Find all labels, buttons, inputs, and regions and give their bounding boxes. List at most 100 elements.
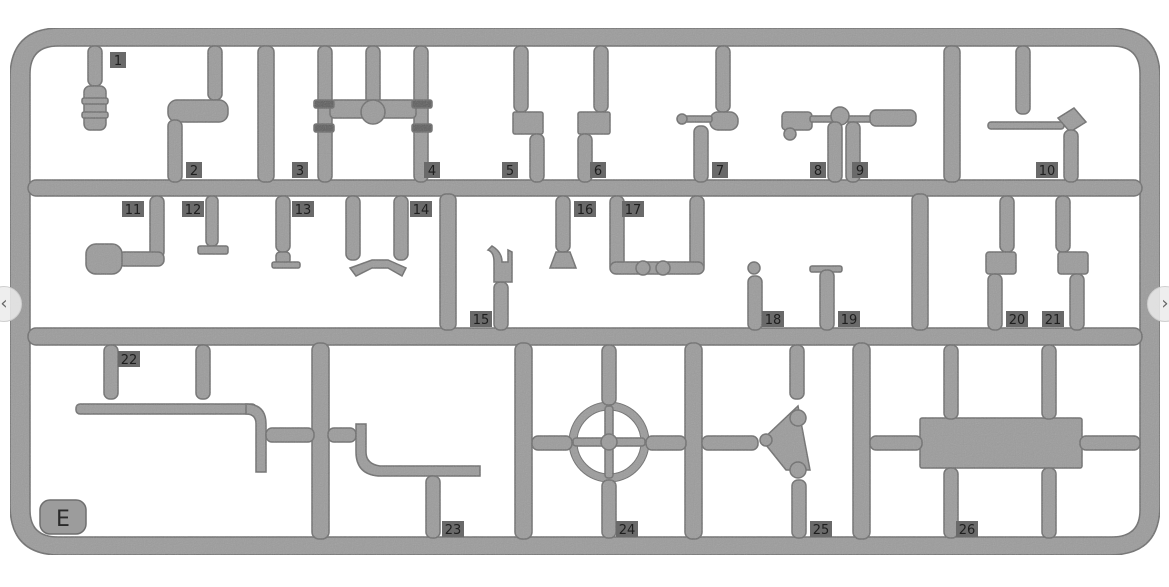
gate	[601, 479, 617, 539]
part-number-tag	[810, 521, 832, 537]
part-number-text: 1	[114, 54, 122, 69]
part-number-tag	[712, 162, 728, 178]
part-number-text: 11	[125, 203, 142, 218]
part-number-text: 8	[814, 164, 822, 179]
gate	[1015, 45, 1031, 115]
part-number-tag	[810, 162, 826, 178]
part-11-pipe	[117, 251, 165, 267]
part-25-bolt	[759, 433, 773, 447]
part-3-4-hub	[360, 99, 386, 125]
part-number-label: 13	[292, 201, 314, 218]
part-number-label: 16	[574, 201, 596, 218]
part-number-text: 4	[428, 164, 436, 179]
gate	[577, 133, 593, 183]
part-20-block	[985, 251, 1017, 275]
gate	[205, 195, 219, 247]
outer-runner	[9, 27, 1161, 556]
part-3-4-flange	[313, 123, 335, 133]
part-number-text: 18	[765, 313, 782, 328]
part-11-body	[85, 243, 123, 275]
part-number-text: 15	[473, 313, 490, 328]
part-number-label: 9	[852, 162, 868, 179]
part-number-label: 1	[110, 52, 126, 69]
part-number-text: 2	[190, 164, 198, 179]
gate	[425, 475, 441, 539]
gate	[207, 45, 223, 101]
gate	[345, 195, 361, 261]
runner-v	[911, 193, 929, 331]
part-3-4-flange	[411, 99, 433, 109]
part-21-block	[1057, 251, 1089, 275]
part-number-tag	[470, 311, 492, 327]
part-number-tag	[1036, 162, 1058, 178]
gate	[943, 467, 959, 539]
part-number-text: 7	[716, 164, 724, 179]
gate	[327, 427, 357, 443]
gate	[513, 45, 529, 113]
gate	[689, 195, 705, 273]
gate	[791, 479, 807, 539]
part-7-body	[709, 111, 739, 131]
gate	[601, 344, 617, 406]
runner-v	[439, 193, 457, 331]
part-number-text: 6	[594, 164, 602, 179]
sprue-letter-tag: E	[39, 499, 87, 535]
runner-v	[852, 342, 871, 540]
gate	[869, 435, 923, 451]
part-number-text: 14	[413, 203, 430, 218]
gate	[555, 195, 571, 253]
runner-h-middle	[27, 327, 1143, 346]
part-12-foot	[197, 245, 229, 255]
part-number-tag	[838, 311, 860, 327]
part-2-body	[167, 99, 229, 123]
part-number-tag	[852, 162, 868, 178]
part-8-knob	[783, 127, 797, 141]
gate	[693, 125, 709, 183]
gate	[943, 344, 959, 420]
part-16-bell	[548, 251, 578, 269]
gate	[999, 195, 1015, 253]
part-17-valve	[655, 260, 671, 276]
part-number-label: 18	[762, 311, 784, 328]
gate	[1069, 273, 1085, 331]
part-1-ring	[81, 111, 109, 119]
chevron-right-icon: ›	[1161, 293, 1169, 314]
gate	[393, 195, 409, 261]
gate	[701, 435, 759, 451]
part-number-tag	[956, 521, 978, 537]
part-14-bracket	[348, 259, 408, 278]
part-number-label: 25	[810, 521, 832, 538]
part-number-tag	[442, 521, 464, 537]
part-number-text: 20	[1009, 313, 1026, 328]
part-number-label: 10	[1036, 162, 1058, 179]
part-number-tag	[424, 162, 440, 178]
part-number-text: 22	[121, 353, 138, 368]
part-number-tag	[292, 162, 308, 178]
gate	[195, 344, 211, 400]
part-number-label: 4	[424, 162, 440, 179]
part-17-valve	[635, 260, 651, 276]
part-6-plate	[577, 111, 611, 135]
part-26-plate	[919, 417, 1083, 469]
gate	[1041, 344, 1057, 420]
part-number-tag	[182, 201, 204, 217]
part-number-tag	[590, 162, 606, 178]
gate	[593, 45, 609, 113]
runner-v	[311, 342, 330, 540]
part-number-tag	[292, 201, 314, 217]
part-13-leg	[271, 261, 301, 269]
part-number-tag	[502, 162, 518, 178]
gate	[827, 121, 843, 183]
gate	[275, 195, 291, 253]
part-number-text: 24	[619, 523, 636, 538]
part-number-label: 20	[1006, 311, 1028, 328]
gate	[819, 269, 835, 331]
part-number-label: 24	[616, 521, 638, 538]
part-number-label: 15	[470, 311, 492, 328]
part-number-label: 2	[186, 162, 202, 179]
part-number-label: 11	[122, 201, 144, 218]
gate	[715, 45, 731, 113]
part-number-label: 17	[622, 201, 644, 218]
runner-v	[257, 45, 275, 183]
